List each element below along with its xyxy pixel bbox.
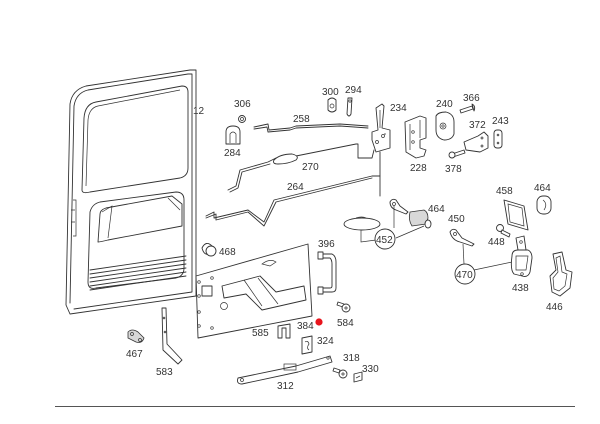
part-384-clip[interactable] xyxy=(277,323,291,339)
part-585-screw[interactable] xyxy=(336,301,351,313)
callout-243[interactable]: 228 xyxy=(410,163,427,174)
part-378-screw[interactable] xyxy=(448,149,466,159)
callout-378[interactable]: 378 xyxy=(445,164,462,175)
part-348-clip[interactable] xyxy=(353,371,363,383)
part-318-plate[interactable] xyxy=(301,335,313,355)
callout-372[interactable]: 243 xyxy=(492,116,509,127)
door-trim-panel[interactable] xyxy=(195,243,313,339)
callout-384[interactable]: 585 xyxy=(252,328,269,339)
part-452-key-tab[interactable] xyxy=(449,228,475,265)
part-583-strap[interactable] xyxy=(161,307,183,365)
callout-585[interactable]: 584 xyxy=(337,318,354,329)
callout-448[interactable]: 452 xyxy=(376,235,393,246)
callout-450[interactable]: 464 xyxy=(428,204,445,215)
part-270-rod[interactable] xyxy=(227,143,375,193)
part-300-clip[interactable] xyxy=(327,97,337,113)
callout-284[interactable]: 284 xyxy=(224,148,241,159)
part-243-latch[interactable] xyxy=(404,115,427,159)
part-448-ring[interactable] xyxy=(343,216,381,231)
part-396-clip[interactable] xyxy=(201,243,217,257)
callout-240[interactable]: 366 xyxy=(463,93,480,104)
part-264-rod[interactable] xyxy=(205,175,381,227)
callout-470[interactable]: 448 xyxy=(488,237,505,248)
callout-446[interactable]: 438 xyxy=(512,283,529,294)
callout-467[interactable]: 467 xyxy=(126,349,143,360)
bottom-divider xyxy=(55,406,575,407)
part-468-seal[interactable] xyxy=(549,251,573,297)
callout-234[interactable]: 234 xyxy=(390,103,407,114)
callout-330[interactable]: 318 xyxy=(343,353,360,364)
part-294-pin[interactable] xyxy=(346,97,353,117)
callout-324[interactable]: 384 xyxy=(297,321,314,332)
highlight-marker[interactable] xyxy=(315,318,323,326)
part-258-rod[interactable] xyxy=(253,123,369,133)
callout-458-label[interactable]: 458 xyxy=(496,186,513,197)
callout-438-circle[interactable] xyxy=(454,263,476,285)
callout-366[interactable]: 372 xyxy=(469,120,486,131)
callout-318[interactable]: 324 xyxy=(317,336,334,347)
part-240-screw[interactable] xyxy=(459,103,476,114)
part-464-grommet[interactable] xyxy=(536,195,552,215)
callout-312-label[interactable]: 312 xyxy=(277,381,294,392)
part-366-bracket[interactable] xyxy=(463,131,489,153)
part-234-lock[interactable] xyxy=(371,103,391,197)
callout-270[interactable]: 270 xyxy=(302,162,319,173)
callout-258[interactable]: 258 xyxy=(293,114,310,125)
part-306-nut[interactable] xyxy=(238,115,246,123)
part-446-bezel[interactable] xyxy=(510,235,533,277)
callout-452[interactable]: 450 xyxy=(448,214,465,225)
callout-300[interactable]: 300 xyxy=(322,87,339,98)
part-284-clip[interactable] xyxy=(225,125,241,145)
callout-294[interactable]: 294 xyxy=(345,85,362,96)
rear-door-shell[interactable] xyxy=(65,69,197,315)
callout-12[interactable]: 12 xyxy=(193,106,205,117)
part-372-plate[interactable] xyxy=(493,129,503,149)
part-470-screw[interactable] xyxy=(496,224,511,238)
part-450-cylinder[interactable] xyxy=(408,209,432,229)
callout-464-label[interactable]: 464 xyxy=(534,183,551,194)
callout-348[interactable]: 330 xyxy=(362,364,379,375)
part-467-clip[interactable] xyxy=(127,329,145,343)
part-584-grab-handle[interactable] xyxy=(317,251,337,295)
callout-438[interactable]: 470 xyxy=(456,270,473,281)
leader-448 xyxy=(360,206,425,243)
part-448-key-tab[interactable] xyxy=(389,198,409,215)
callout-264[interactable]: 264 xyxy=(287,182,304,193)
part-228-striker[interactable] xyxy=(435,111,455,141)
callout-396[interactable]: 468 xyxy=(219,247,236,258)
leader-438 xyxy=(473,261,513,271)
part-312-handle-bar[interactable] xyxy=(237,355,333,385)
callout-448-circle[interactable] xyxy=(374,228,396,250)
callout-584[interactable]: 396 xyxy=(318,239,335,250)
part-458-plate[interactable] xyxy=(503,199,529,231)
callout-583[interactable]: 583 xyxy=(156,367,173,378)
part-330-screw[interactable] xyxy=(332,367,348,379)
callout-306[interactable]: 306 xyxy=(234,99,251,110)
callout-468[interactable]: 446 xyxy=(546,302,563,313)
callout-228[interactable]: 240 xyxy=(436,99,453,110)
